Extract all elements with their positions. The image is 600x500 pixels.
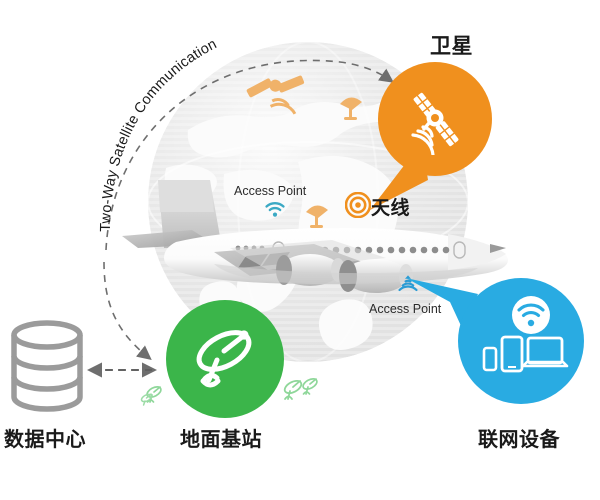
mini-dish-icon [302,378,318,395]
ground-station-label: 地面基站 [180,427,262,451]
antenna-label: 天线 [371,197,411,219]
satellite-label: 卫星 [430,34,473,58]
mini-dish-icon [283,379,303,400]
wifi-icon [398,275,418,292]
airplane-side-view [122,180,508,293]
wifi-icon [265,202,285,217]
data-center-label: 数据中心 [4,427,86,451]
satellite-node[interactable] [378,62,492,176]
satellite-dish-icon [196,330,252,388]
connected-devices-label: 联网设备 [478,427,560,451]
devices-bubble-tail [406,278,478,328]
antenna-signal-icon [345,192,371,218]
database-icon [11,320,83,412]
connected-devices-node[interactable] [458,278,584,404]
mini-dish-icon [140,393,153,406]
satellite-icon [411,91,461,155]
access-point-label-aft: Access Point [369,302,442,316]
ground-station-node[interactable] [166,300,284,418]
access-point-label-forward: Access Point [234,184,307,198]
devices-icon [482,296,569,373]
